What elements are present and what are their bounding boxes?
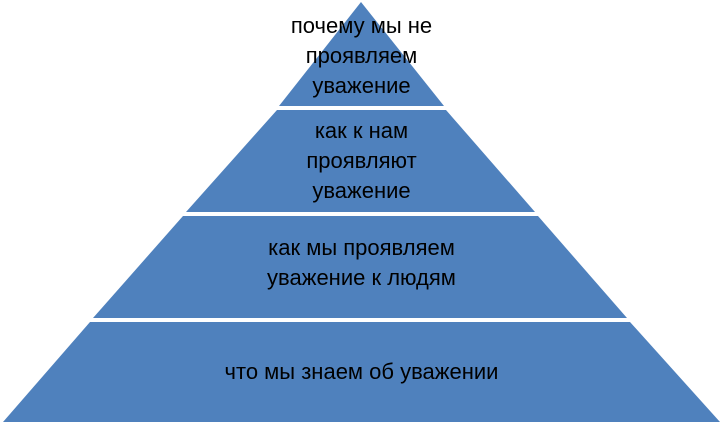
- pyramid-tier-1-shape: [279, 2, 444, 106]
- pyramid-tier-4-label: что мы знаем об уважении: [224, 359, 499, 384]
- pyramid-tier-3-shape: [93, 216, 627, 318]
- pyramid-tier-4-shape: [3, 322, 720, 422]
- pyramid-tier-3-label: как мы проявляем уважение к людям: [267, 235, 456, 290]
- pyramid-tier-1-label: почему мы не проявляем уважение: [290, 13, 433, 98]
- pyramid-tier-2-label: как к нам проявляют уважение: [306, 118, 417, 203]
- pyramid-tier-2-shape: [186, 110, 535, 212]
